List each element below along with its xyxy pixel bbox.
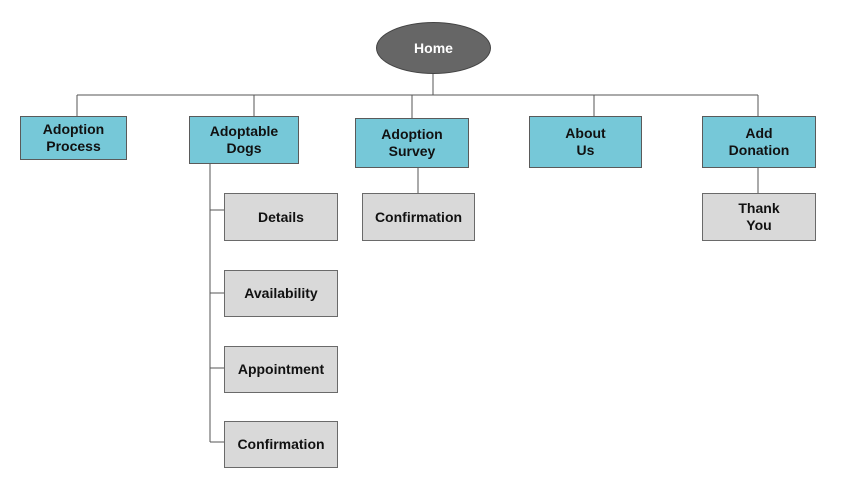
adoptable-dogs-node[interactable]: Adoptable Dogs <box>189 116 299 164</box>
survey-confirmation-node[interactable]: Confirmation <box>362 193 475 241</box>
about-us-node[interactable]: About Us <box>529 116 642 168</box>
availability-node[interactable]: Availability <box>224 270 338 317</box>
appointment-node[interactable]: Appointment <box>224 346 338 393</box>
thank-you-node[interactable]: Thank You <box>702 193 816 241</box>
adoption-survey-node[interactable]: Adoption Survey <box>355 118 469 168</box>
dogs-confirmation-node[interactable]: Confirmation <box>224 421 338 468</box>
home-node[interactable]: Home <box>376 22 491 74</box>
add-donation-node[interactable]: Add Donation <box>702 116 816 168</box>
adoption-process-node[interactable]: Adoption Process <box>20 116 127 160</box>
details-node[interactable]: Details <box>224 193 338 241</box>
